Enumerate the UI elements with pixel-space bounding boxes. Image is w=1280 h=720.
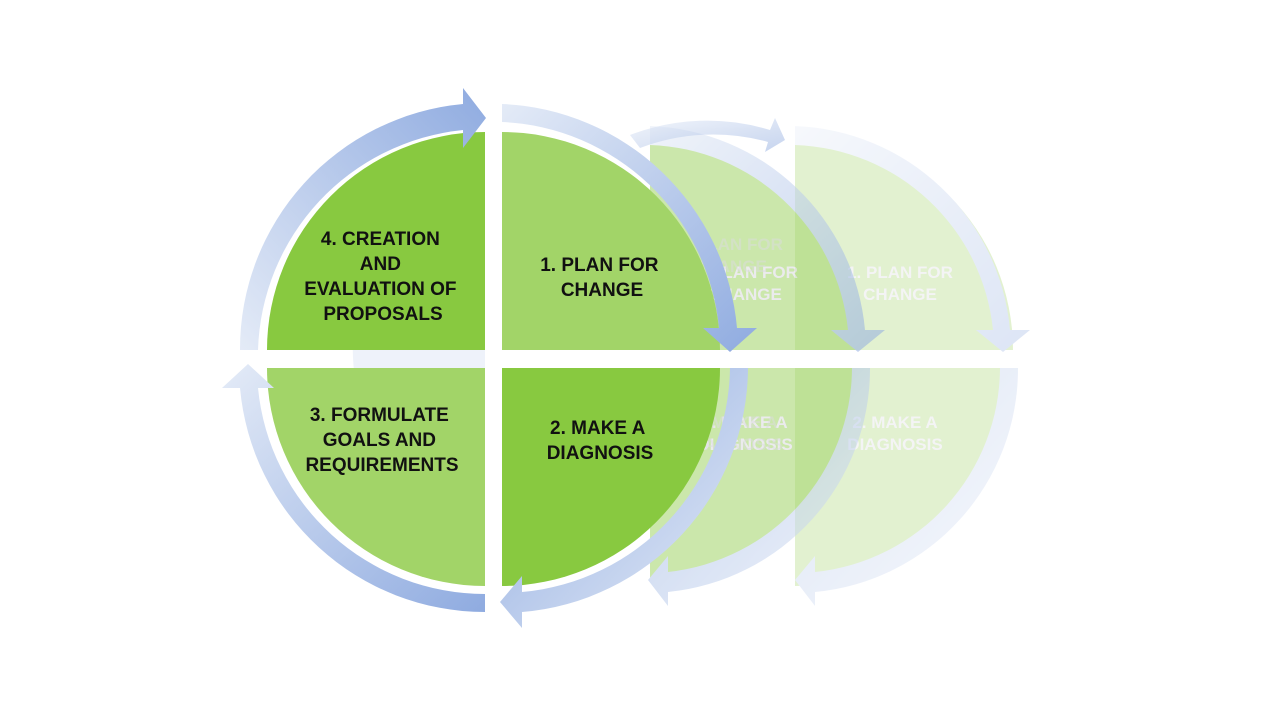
arrow-goals-to-creation [222,364,485,612]
quadrant-plan-fill [502,132,720,350]
arrow-diagnosis-to-goals [500,368,748,628]
arrow-creation-to-plan [239,88,486,350]
quadrant-goals-fill [267,368,485,586]
arrow-plan-to-diagnosis [502,104,757,352]
quadrant-diagnosis-label: 2. MAKE A DIAGNOSIS [547,418,654,464]
quadrant-goals-label: 3. FORMULATE GOALS AND REQUIREMENTS [305,405,458,476]
quadrant-creation-fill [267,132,485,350]
quadrant-plan-label: 1. PLAN FOR CHANGE [540,255,664,301]
quadrant-diagnosis-fill [502,368,720,586]
main-cycle: 1. PLAN FOR CHANGE 2. MAKE A DIAGNOSIS 3… [222,88,757,628]
quadrant-creation-label: 4. CREATION AND EVALUATION OF PROPOSALS [304,229,462,325]
